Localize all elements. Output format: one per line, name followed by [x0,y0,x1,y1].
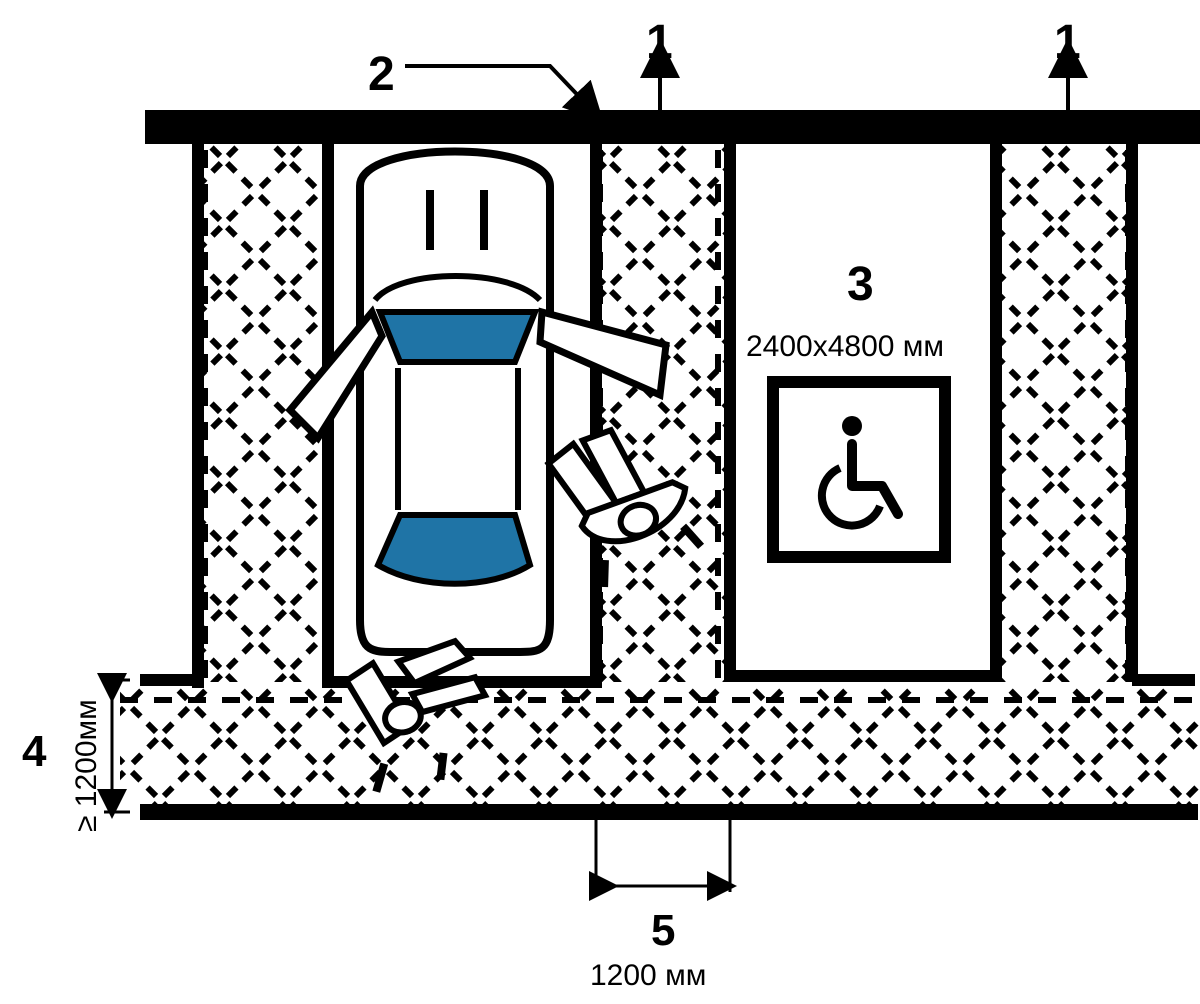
walkway-marker: 4 [22,727,47,776]
crossing-width-label: 1200 мм [590,959,706,992]
crossing-marker: 5 [651,906,675,955]
curb-marker-right: 1 [1054,16,1081,69]
accessibility-sign [767,376,951,563]
wheelchair-user-icon [342,637,490,793]
curb-bar [145,110,1200,144]
car-icon [285,147,670,656]
access-aisle-right [1000,144,1130,682]
walkway-strip [120,688,1200,810]
curb-marker-left: 1 [646,16,673,69]
marking-marker: 2 [368,48,395,101]
access-aisle-middle [600,144,730,682]
dimension-crossing [589,820,737,901]
walkway-edge [140,804,1198,820]
space-marker: 3 [847,258,874,311]
space-size-label: 2400x4800 мм [746,330,944,363]
wheelchair-user-icon [544,426,705,588]
marker-2-leader [405,64,604,123]
dimension-walkway [97,673,130,819]
wheelchair-icon [817,416,903,530]
walkway-width-label: ≥ 1200мм [70,699,103,832]
